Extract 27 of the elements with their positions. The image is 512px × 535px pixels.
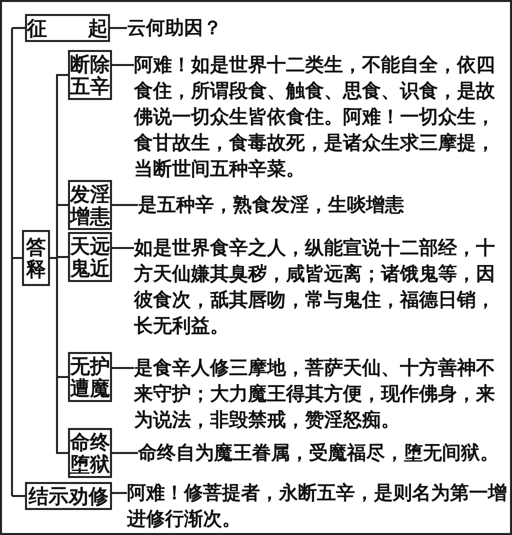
connector-line — [112, 367, 134, 369]
description-text: 是五种辛，熟食发淫，生啖增恚 — [138, 192, 508, 218]
connector-line — [112, 492, 127, 494]
label-box: 结示劝修 — [25, 482, 112, 510]
connector-line — [112, 204, 138, 206]
label-box: 断除五辛 — [68, 50, 112, 100]
connector-line — [50, 257, 68, 454]
label-box: 无护遭魔 — [68, 352, 112, 402]
description-text: 命终自为魔王眷属，受魔福尽，堕无间狱。 — [138, 440, 508, 466]
connector-line — [110, 27, 127, 29]
label-box: 征起 — [25, 14, 110, 42]
description-text: 阿难！如是世界十二类生，不能自全，依四食住，所谓段食、触食、思食、识食，是故佛说一切众生皆依食住。阿难！一切众生，食甘故生，食毒故死，是诸众生求三摩提，当断世间五种辛菜。 — [134, 52, 508, 182]
connector-line — [12, 257, 22, 259]
label-box: 发淫增恚 — [68, 180, 112, 230]
connector-line — [12, 27, 25, 29]
description-text: 云何助因？ — [127, 15, 327, 41]
description-text: 阿难！修菩提者，永断五辛，是则名为第一增进修行渐次。 — [127, 480, 507, 532]
connector-line — [112, 247, 134, 249]
label-box: 命终堕狱 — [68, 428, 112, 478]
connector-line — [112, 452, 138, 454]
connector-line — [112, 64, 134, 66]
label-box: 天远鬼近 — [68, 232, 112, 282]
connector-line — [12, 495, 25, 497]
bracket-line — [11, 28, 13, 496]
label-box: 答释 — [22, 230, 50, 286]
description-text: 如是世界食辛之人，纵能宣说十二部经，十方天仙嫌其臭秽，咸皆远离；诸饿鬼等，因彼食次，舐其唇吻，常与鬼住，福德日销，长无利益。 — [134, 235, 508, 339]
description-text: 是食辛人修三摩地，菩萨天仙、十方善神不来守护；大力魔王得其方便，现作佛身，来为说法，非毁禁戒，赞淫怒痴。 — [134, 355, 508, 433]
